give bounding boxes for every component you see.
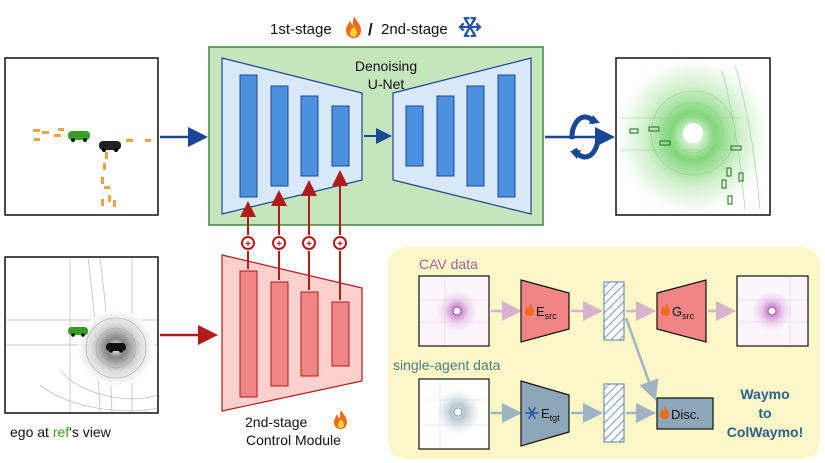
decoder-block-3 <box>466 85 485 187</box>
ego-car-icon <box>99 141 121 152</box>
control-label-line2: Control Module <box>246 432 341 448</box>
stage-header: 1st-stage / 2nd-stage <box>270 16 482 39</box>
e-tgt-label: Etgt <box>541 406 560 423</box>
ref-car-icon <box>68 327 88 337</box>
waymo-line2: to <box>758 405 771 421</box>
control-module: 2nd-stage Control Module <box>221 254 363 448</box>
lidar-center <box>683 123 703 143</box>
slash-separator: / <box>368 20 373 39</box>
lidar-ring-lines <box>620 64 761 211</box>
injection-4: + <box>332 170 348 300</box>
encoder-block-1 <box>239 74 258 198</box>
src-to-disc-arrow <box>624 317 659 401</box>
single-agent-input-image <box>418 378 490 450</box>
src-latent-feature <box>603 281 625 341</box>
ego-car-icon <box>106 343 126 353</box>
first-stage-label: 1st-stage <box>270 21 332 38</box>
e-src-encoder: Esrc <box>520 279 570 343</box>
output-lidar-image <box>615 57 771 216</box>
waymo-line3: ColWaymo! <box>727 424 803 440</box>
flame-icon <box>661 303 670 316</box>
control-block-3 <box>300 291 319 377</box>
control-block-4 <box>331 301 350 367</box>
decoder-block-1 <box>405 105 424 167</box>
second-stage-label: 2nd-stage <box>381 21 448 38</box>
injection-1: + <box>240 201 256 269</box>
ref-car-icon <box>68 131 90 142</box>
snowflake-icon <box>525 407 539 419</box>
disc-label: Disc. <box>671 407 700 422</box>
cav-data-label: CAV data <box>419 256 478 272</box>
injection-3: + <box>301 180 317 290</box>
svg-text:+: + <box>276 239 282 250</box>
injection-2: + <box>271 190 287 280</box>
svg-text:+: + <box>245 239 251 250</box>
single-agent-data-label: single-agent data <box>393 357 501 373</box>
unet-title-line2: U-Net <box>368 76 405 92</box>
e-src-label: Esrc <box>536 304 557 321</box>
svg-text:+: + <box>337 239 343 250</box>
cav-input-image <box>418 275 490 347</box>
control-block-1 <box>239 270 258 398</box>
detection-boxes <box>629 126 744 205</box>
control-block-2 <box>270 281 289 387</box>
flame-icon <box>346 16 361 38</box>
tgt-latent-feature <box>603 383 625 443</box>
control-injection-connectors: + + + + <box>240 170 348 300</box>
flame-icon <box>660 406 669 419</box>
e-tgt-encoder: Etgt <box>520 380 570 447</box>
flame-icon <box>334 410 347 429</box>
unet-decoder-trapezoid <box>392 57 532 215</box>
decoder-block-4 <box>497 74 516 198</box>
snowflake-icon <box>458 16 482 38</box>
orange-box-markers <box>33 128 151 207</box>
reference-lidar-image <box>4 256 159 414</box>
input-caption: ego at ref's view <box>10 424 112 440</box>
domain-adaptation-panel: CAV data Esrc Gsrc <box>388 247 820 459</box>
encoder-block-4 <box>331 105 350 167</box>
svg-text:+: + <box>306 239 312 250</box>
control-label-line1: 2nd-stage <box>245 414 307 430</box>
g-src-label: Gsrc <box>672 304 695 321</box>
g-src-decoder: Gsrc <box>656 279 707 343</box>
cycle-arrows-icon <box>569 114 601 160</box>
discriminator: Disc. <box>656 397 714 430</box>
denoising-unet: Denoising U-Net <box>208 46 544 226</box>
encoder-block-3 <box>300 95 319 177</box>
waymo-line1: Waymo <box>740 386 789 402</box>
encoder-block-2 <box>270 85 289 187</box>
unet-title-line1: Denoising <box>355 58 417 74</box>
flame-icon <box>525 303 534 316</box>
decoder-block-2 <box>436 95 455 177</box>
input-layout-image <box>4 57 159 216</box>
cav-output-image <box>736 275 809 347</box>
